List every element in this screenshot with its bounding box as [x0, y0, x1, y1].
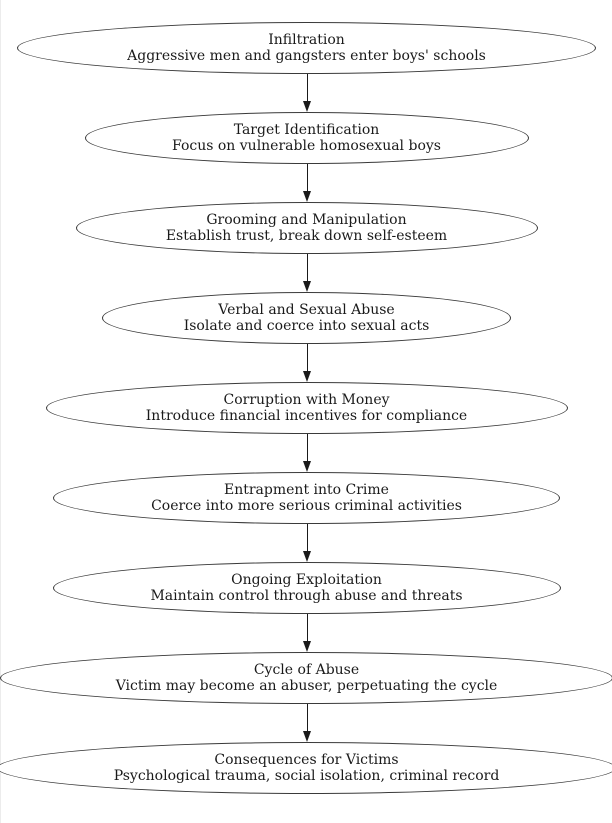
- node-text: Cycle of Abuse Victim may become an abus…: [116, 662, 498, 694]
- flow-node-corruption-with-money: Corruption with Money Introduce financia…: [45, 382, 568, 434]
- node-title: Consequences for Victims: [214, 752, 399, 768]
- arrow-down-icon: [301, 524, 312, 562]
- flow-node-consequences-for-victims: Consequences for Victims Psychological t…: [0, 742, 612, 794]
- flow-node-infiltration: Infiltration Aggressive men and gangster…: [17, 22, 596, 74]
- node-subtitle: Aggressive men and gangsters enter boys'…: [127, 48, 486, 64]
- node-text: Entrapment into Crime Coerce into more s…: [151, 482, 462, 514]
- node-title: Corruption with Money: [223, 392, 390, 408]
- node-title: Cycle of Abuse: [253, 662, 360, 678]
- node-subtitle: Focus on vulnerable homosexual boys: [172, 138, 441, 154]
- arrow-down-icon: [301, 614, 312, 652]
- node-title: Target Identification: [233, 122, 380, 138]
- arrow-down-icon: [301, 254, 312, 292]
- node-text: Verbal and Sexual Abuse Isolate and coer…: [184, 302, 430, 334]
- node-title: Grooming and Manipulation: [206, 212, 407, 228]
- node-subtitle: Isolate and coerce into sexual acts: [183, 318, 430, 334]
- arrow-down-icon: [301, 704, 312, 742]
- flow-node-cycle-of-abuse: Cycle of Abuse Victim may become an abus…: [0, 652, 612, 704]
- arrow-down-icon: [301, 164, 312, 202]
- node-subtitle: Maintain control through abuse and threa…: [150, 588, 463, 604]
- node-title: Ongoing Exploitation: [231, 572, 382, 588]
- node-text: Corruption with Money Introduce financia…: [146, 392, 467, 424]
- arrow-down-icon: [301, 74, 312, 112]
- arrow-down-icon: [301, 344, 312, 382]
- flow-node-entrapment-into-crime: Entrapment into Crime Coerce into more s…: [53, 472, 560, 524]
- flow-node-grooming-and-manipulation: Grooming and Manipulation Establish trus…: [75, 202, 538, 254]
- flow-node-ongoing-exploitation: Ongoing Exploitation Maintain control th…: [52, 562, 561, 614]
- flow-node-verbal-and-sexual-abuse: Verbal and Sexual Abuse Isolate and coer…: [102, 292, 511, 344]
- node-title: Verbal and Sexual Abuse: [218, 302, 395, 318]
- node-text: Ongoing Exploitation Maintain control th…: [150, 572, 462, 604]
- node-text: Consequences for Victims Psychological t…: [114, 752, 500, 784]
- arrow-down-icon: [301, 434, 312, 472]
- node-title: Infiltration: [268, 32, 345, 48]
- node-subtitle: Victim may become an abuser, perpetuatin…: [115, 678, 498, 694]
- node-subtitle: Psychological trauma, social isolation, …: [113, 768, 500, 784]
- node-text: Target Identification Focus on vulnerabl…: [172, 122, 441, 154]
- node-subtitle: Coerce into more serious criminal activi…: [151, 498, 462, 514]
- flow-node-target-identification: Target Identification Focus on vulnerabl…: [84, 112, 529, 164]
- node-subtitle: Establish trust, break down self-esteem: [165, 228, 448, 244]
- node-text: Infiltration Aggressive men and gangster…: [127, 32, 486, 64]
- node-subtitle: Introduce financial incentives for compl…: [145, 408, 468, 424]
- node-text: Grooming and Manipulation Establish trus…: [166, 212, 447, 244]
- node-title: Entrapment into Crime: [224, 482, 389, 498]
